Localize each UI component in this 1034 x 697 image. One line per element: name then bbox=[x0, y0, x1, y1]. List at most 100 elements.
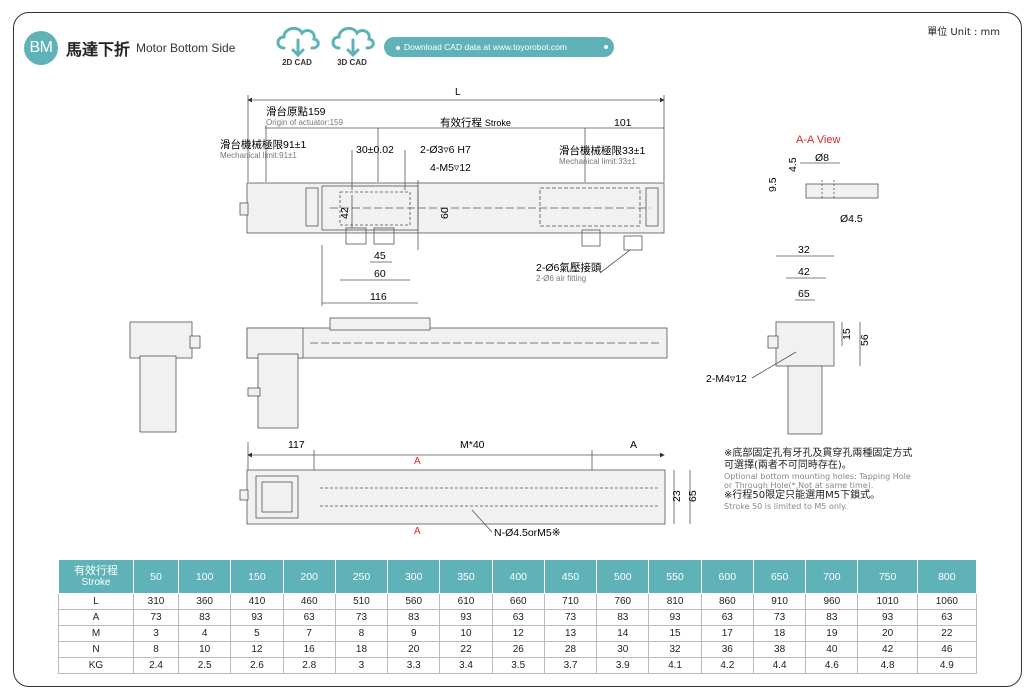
table-cell: 93 bbox=[857, 609, 918, 626]
notes: ※底部固定孔有牙孔及貫穿孔兩種固定方式可選擇(兩者不可同時存在)。 Option… bbox=[724, 448, 914, 511]
table-cell: 360 bbox=[178, 593, 232, 610]
table-cell: 73 bbox=[132, 609, 180, 626]
table-cell: 1060 bbox=[916, 593, 978, 610]
table-cell: 4.1 bbox=[648, 657, 702, 674]
table-header-row: 有效行程 Stroke 50 100 150 200 250 300 350 4… bbox=[58, 559, 978, 594]
page-title: 馬達下折 bbox=[66, 40, 131, 59]
dim-L: L bbox=[455, 87, 461, 98]
dim-32: 32 bbox=[798, 244, 810, 256]
page-header: BM 馬達下折 Motor Bottom Side bbox=[24, 31, 235, 65]
table-cell: 38 bbox=[752, 641, 807, 658]
mech-limit-right-en: Mechanical limit:33±1 bbox=[559, 157, 636, 166]
leader-line bbox=[471, 509, 493, 533]
dim-101: 101 bbox=[614, 117, 632, 129]
table-cell: 28 bbox=[543, 641, 598, 658]
table-cell: 22 bbox=[439, 641, 493, 658]
dim-4-5: 4.5 bbox=[787, 157, 799, 172]
mech-limit-left-en: Mechanical limit:91±1 bbox=[220, 151, 297, 160]
table-cell: 8 bbox=[132, 641, 180, 658]
stroke-col: 250 bbox=[334, 559, 389, 594]
aa-section bbox=[800, 162, 879, 199]
note-1-en: Optional bottom mounting holes: Tapping … bbox=[724, 472, 911, 490]
table-cell: 3 bbox=[132, 625, 180, 642]
end-view-right bbox=[767, 255, 861, 435]
table-cell: 32 bbox=[648, 641, 702, 658]
row-label: A bbox=[58, 609, 134, 626]
cad-3d-label: 3D CAD bbox=[337, 58, 367, 67]
table-cell: 63 bbox=[916, 609, 978, 626]
stroke-col: 50 bbox=[132, 559, 180, 594]
dim-60-vertical: 60 bbox=[439, 207, 451, 219]
left-end-view bbox=[129, 321, 201, 433]
table-cell: 19 bbox=[805, 625, 859, 642]
table-cell: 22 bbox=[916, 625, 978, 642]
dim-42: 42 bbox=[339, 207, 351, 219]
table-cell: 3.9 bbox=[596, 657, 650, 674]
table-cell: 460 bbox=[282, 593, 336, 610]
table-cell: 610 bbox=[439, 593, 493, 610]
table-cell: 4.4 bbox=[752, 657, 807, 674]
table-cell: 18 bbox=[752, 625, 807, 642]
table-cell: 20 bbox=[857, 625, 918, 642]
table-cell: 4.8 bbox=[857, 657, 918, 674]
table-cell: 83 bbox=[596, 609, 650, 626]
table-cell: 810 bbox=[648, 593, 702, 610]
table-cell: 10 bbox=[439, 625, 493, 642]
table-cell: 2.8 bbox=[282, 657, 336, 674]
table-cell: 310 bbox=[132, 593, 180, 610]
table-cell: 5 bbox=[230, 625, 284, 642]
row-label: M bbox=[58, 625, 134, 642]
stroke-col: 350 bbox=[439, 559, 493, 594]
cad-3d-download[interactable]: 3D CAD bbox=[327, 22, 377, 68]
origin-label: 滑台原點159 bbox=[266, 105, 326, 118]
row-label: L bbox=[58, 593, 134, 610]
air-fitting-label: 2-Ø6氣壓接頭 bbox=[536, 261, 602, 274]
stroke-col: 700 bbox=[805, 559, 859, 594]
hole-spec-1: 2-Ø3▿6 H7 bbox=[420, 144, 471, 156]
dim-56: 56 bbox=[859, 334, 871, 346]
section-a-bottom: A bbox=[414, 526, 421, 537]
table-cell: 1010 bbox=[857, 593, 918, 610]
dim-30: 30±0.02 bbox=[356, 144, 394, 156]
table-cell: 13 bbox=[543, 625, 598, 642]
table-cell: 93 bbox=[230, 609, 284, 626]
table-header-en: Stroke bbox=[81, 576, 111, 588]
unit-label: 單位 Unit : mm bbox=[927, 27, 1000, 38]
row-label: N bbox=[58, 641, 134, 658]
table-cell: 18 bbox=[334, 641, 389, 658]
dim-23: 23 bbox=[671, 490, 683, 502]
table-cell: 4.2 bbox=[700, 657, 754, 674]
table-cell: 83 bbox=[178, 609, 232, 626]
cad-2d-download[interactable]: 2D CAD bbox=[272, 22, 322, 68]
table-cell: 40 bbox=[805, 641, 859, 658]
dim-15: 15 bbox=[841, 328, 853, 340]
table-cell: 8 bbox=[334, 625, 389, 642]
stroke-col: 750 bbox=[857, 559, 918, 594]
dim-116: 116 bbox=[370, 291, 387, 303]
stroke-col: 600 bbox=[700, 559, 754, 594]
note-2: ※行程50限定只能選用M5下鎖式。 bbox=[724, 490, 881, 501]
mech-limit-left: 滑台機械極限91±1 bbox=[220, 138, 306, 151]
aa-view-title: A-A View bbox=[796, 134, 840, 146]
table-cell: 3.4 bbox=[439, 657, 493, 674]
mech-limit-right: 滑台機械極限33±1 bbox=[559, 144, 645, 157]
row-label: KG bbox=[58, 657, 134, 674]
side-view bbox=[246, 317, 668, 429]
table-cell: 63 bbox=[282, 609, 336, 626]
page-subtitle: Motor Bottom Side bbox=[136, 41, 236, 55]
stroke-dim: 有效行程 Stroke bbox=[440, 116, 511, 129]
stroke-col: 650 bbox=[752, 559, 807, 594]
dim-phi8: Ø8 bbox=[815, 152, 829, 164]
table-cell: 7 bbox=[282, 625, 336, 642]
air-fitting-label-en: 2-Ø6 air fitting bbox=[536, 274, 586, 283]
table-cell: 960 bbox=[805, 593, 859, 610]
section-a-top: A bbox=[414, 456, 421, 467]
bottom-view bbox=[239, 442, 691, 525]
spec-table: 有效行程 Stroke 50 100 150 200 250 300 350 4… bbox=[58, 559, 978, 674]
table-cell: 9 bbox=[387, 625, 441, 642]
download-cad-link[interactable]: Download CAD data at www.toyorobot.com bbox=[384, 37, 614, 57]
